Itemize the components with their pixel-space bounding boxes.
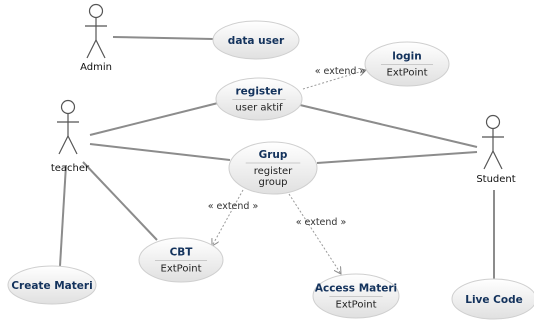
use-case-title: Create Materi	[11, 280, 92, 292]
association-teacher-grup	[89, 143, 231, 161]
use-case-cbt[interactable]: CBT ExtPoint	[138, 237, 224, 283]
use-case-extension-point: register	[254, 166, 293, 177]
actor-head	[60, 99, 76, 115]
use-case-title: Live Code	[465, 294, 522, 306]
use-case-title: CBT	[170, 247, 194, 259]
extend-grup-access_materi	[288, 193, 341, 274]
use-case-create-materi[interactable]: Create Materi	[7, 265, 97, 305]
actor-head	[485, 114, 501, 130]
actor-student[interactable]: Student	[476, 114, 516, 186]
actor-right-leg	[67, 135, 78, 155]
use-case-ellipse	[228, 141, 318, 195]
actor-left-leg	[483, 150, 494, 170]
actor-right-leg	[492, 150, 503, 170]
use-case-extension-point: group	[258, 177, 287, 188]
actor-admin[interactable]: Admin	[80, 3, 112, 74]
use-case-title: data user	[228, 35, 285, 47]
actor-label: Student	[476, 174, 515, 185]
actor-label: Admin	[80, 62, 112, 73]
use-case-register[interactable]: register user aktif	[215, 77, 303, 121]
association-teacher-cbt	[82, 161, 158, 241]
extend-grup-cbt	[212, 189, 244, 246]
actor-left-leg	[58, 135, 69, 155]
use-case-extension-point: ExtPoint	[336, 300, 377, 311]
use-case-extension-point: user aktif	[235, 103, 283, 114]
relations-layer	[59, 36, 495, 279]
use-case-ellipse	[7, 265, 97, 305]
use-case-title: register	[236, 86, 284, 98]
extend-labels-layer: « extend » « extend » « extend »	[208, 66, 366, 228]
extend-label-grup-cbt: « extend »	[208, 201, 259, 212]
use-case-extension-point: ExtPoint	[161, 264, 202, 275]
association-student-register	[299, 104, 478, 148]
use-case-data-user[interactable]: data user	[212, 20, 300, 60]
association-student-grup	[316, 151, 478, 164]
actor-right-leg	[95, 39, 106, 59]
extend-register-login	[302, 70, 366, 90]
association-teacher-register	[89, 102, 219, 136]
actor-teacher[interactable]: teacher	[51, 99, 90, 175]
actor-left-leg	[86, 39, 97, 59]
use-case-live-code[interactable]: Live Code	[451, 278, 534, 320]
use-case-title: Access Materi	[315, 283, 397, 295]
use-case-ellipse	[212, 20, 300, 60]
use-case-title: Grup	[259, 149, 288, 161]
use-case-title: login	[392, 51, 421, 63]
use-case-extension-point: ExtPoint	[387, 68, 428, 79]
association-admin-data_user	[112, 36, 214, 40]
association-teacher-create_materi	[59, 164, 67, 267]
actor-head	[88, 3, 104, 19]
use-case-ellipse	[451, 278, 534, 320]
extend-label-grup-access_materi: « extend »	[296, 217, 347, 228]
extend-label-register-login: « extend »	[315, 66, 366, 77]
actor-label: teacher	[51, 163, 90, 174]
